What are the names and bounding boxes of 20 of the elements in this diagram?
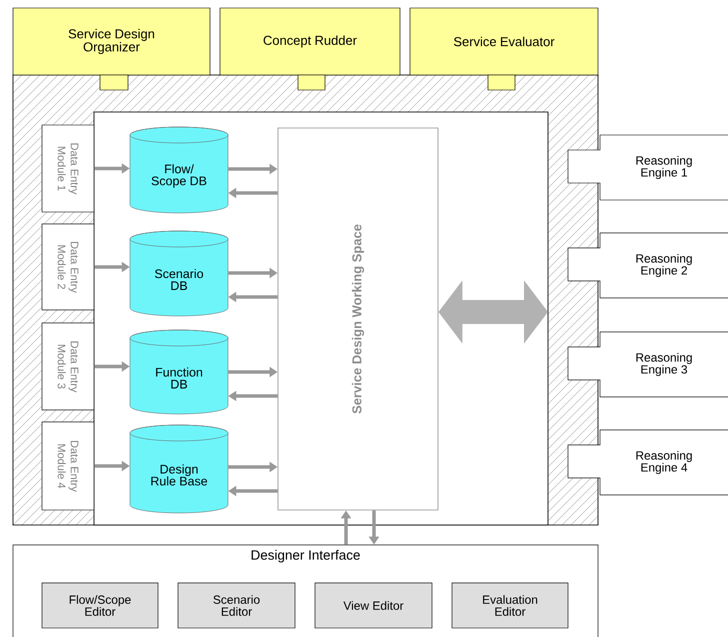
module-box: Data Entry Module 4: [42, 422, 94, 510]
editor-box: Flow/Scope Editor: [42, 582, 158, 628]
database-cylinder: Function DB: [130, 330, 228, 414]
engine-box: Reasoning Engine 4: [568, 430, 728, 496]
module-box: Data Entry Module 2: [42, 224, 94, 310]
module-box: Service Design Organizer: [12, 8, 210, 76]
engine-box: Reasoning Engine 2: [568, 232, 728, 298]
engine-box: Reasoning Engine 3: [568, 332, 728, 398]
module-box: Data Entry Module 3: [42, 322, 94, 410]
database-cylinder: Flow/ Scope DB: [130, 126, 228, 214]
editor-box: Scenario Editor: [178, 582, 296, 628]
database-cylinder: Scenario DB: [130, 230, 228, 316]
workspace-box: Service Design Working Space: [278, 128, 438, 510]
module-box: Service Evaluator: [410, 8, 598, 76]
engine-box: Reasoning Engine 1: [568, 134, 728, 200]
module-box: Data Entry Module 1: [42, 124, 94, 212]
editor-box: Evaluation Editor: [452, 582, 568, 628]
database-cylinder: Design Rule Base: [130, 424, 228, 514]
editor-box: View Editor: [314, 582, 432, 628]
module-box: Concept Rudder: [220, 8, 400, 76]
